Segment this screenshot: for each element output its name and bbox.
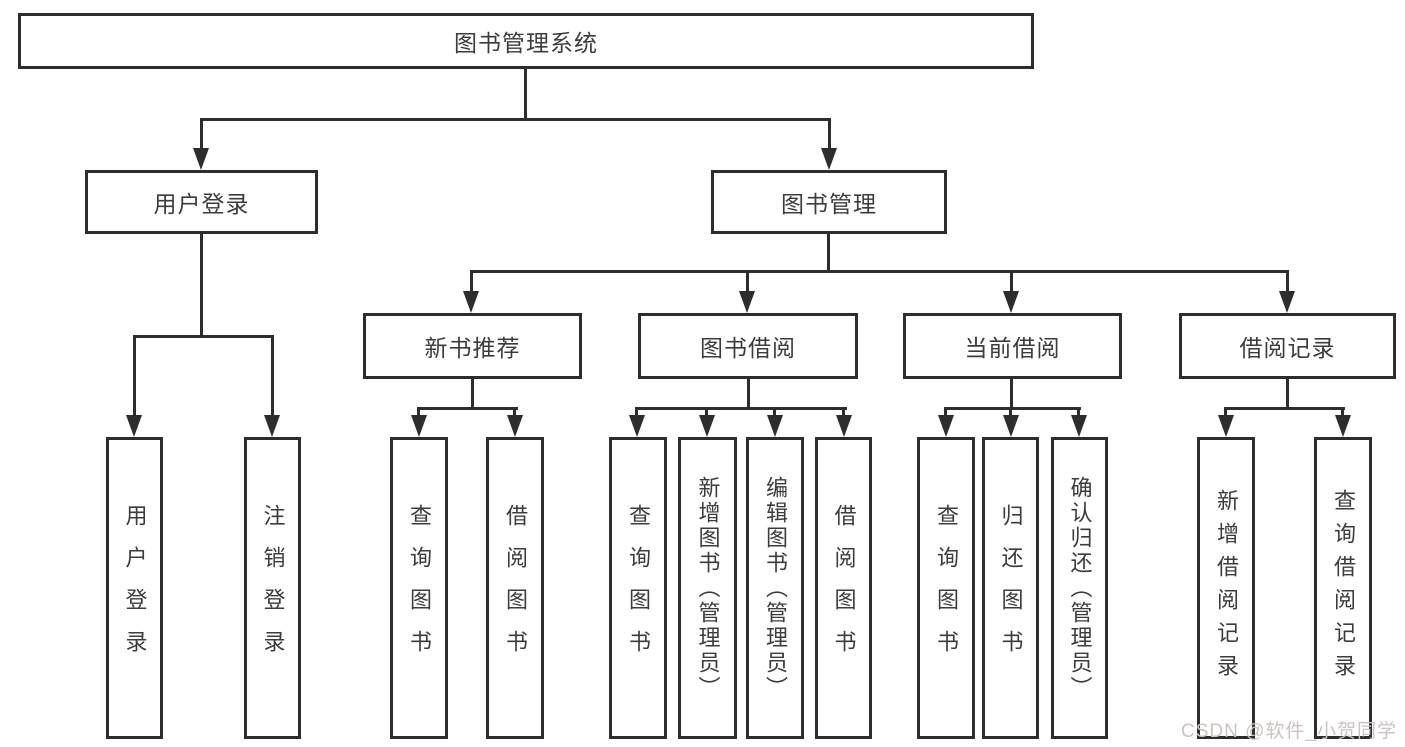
- node-label: 归还图书: [998, 504, 1024, 672]
- node-query-books-recommend: 查询图书: [390, 437, 448, 739]
- csdn-watermark: CSDN @软件_小贺同学: [1181, 721, 1397, 742]
- node-label: 查询图书: [626, 504, 651, 672]
- node-edit-books-admin: 编辑图书（管理员）: [746, 437, 804, 739]
- connector-line: [944, 407, 1081, 410]
- connector-line: [271, 335, 274, 417]
- arrowhead-down: [1003, 415, 1019, 437]
- node-user-login-action: 用户登录: [106, 437, 163, 739]
- arrowhead-down: [821, 148, 837, 170]
- connector-line: [1009, 407, 1012, 416]
- arrowhead-down: [463, 291, 479, 313]
- arrowhead-down: [1335, 415, 1351, 437]
- connector-line: [827, 234, 830, 272]
- node-book-borrowing: 图书借阅: [638, 313, 858, 379]
- node-query-books-borrowing: 查询图书: [609, 437, 667, 739]
- connector-line: [1224, 407, 1345, 410]
- arrowhead-down: [699, 415, 715, 437]
- arrowhead-down: [739, 291, 755, 313]
- node-label: 图书管理系统: [454, 30, 598, 56]
- node-label: 当前借阅: [964, 335, 1061, 361]
- connector-line: [944, 407, 947, 416]
- arrowhead-down: [938, 415, 954, 437]
- connector-line: [1010, 379, 1013, 409]
- connector-line: [513, 407, 516, 416]
- arrowhead-down: [767, 415, 783, 437]
- node-confirm-return-admin: 确认归还（管理员）: [1051, 437, 1108, 739]
- node-label: 借阅记录: [1239, 335, 1336, 361]
- node-query-borrow-record: 查询借阅记录: [1314, 437, 1372, 739]
- arrowhead-down: [629, 415, 645, 437]
- connector-line: [524, 69, 527, 120]
- connector-line: [635, 407, 638, 416]
- node-label: 图书借阅: [700, 335, 796, 361]
- node-label: 图书管理: [781, 191, 877, 217]
- node-add-borrow-record: 新增借阅记录: [1197, 437, 1255, 739]
- arrowhead-down: [411, 415, 427, 437]
- node-add-books-admin: 新增图书（管理员）: [678, 437, 737, 739]
- node-book-management: 图书管理: [711, 170, 947, 234]
- connector-line: [747, 379, 750, 409]
- node-return-books: 归还图书: [982, 437, 1039, 739]
- connector-line: [1286, 379, 1289, 409]
- connector-line: [417, 407, 420, 416]
- node-user-login: 用户登录: [85, 170, 318, 234]
- arrowhead-down: [1279, 291, 1295, 313]
- connector-line: [842, 407, 845, 416]
- connector-line: [705, 407, 708, 416]
- connector-line: [828, 118, 831, 150]
- node-label: 新增图书（管理员）: [695, 475, 721, 701]
- node-label: 确认归还（管理员）: [1067, 475, 1093, 701]
- connector-line: [1010, 270, 1013, 293]
- connector-line: [470, 270, 473, 293]
- node-label: 查询图书: [934, 504, 959, 672]
- node-borrow-books-recommend: 借阅图书: [486, 437, 544, 739]
- arrowhead-down: [264, 415, 280, 437]
- node-query-books-current: 查询图书: [917, 437, 975, 739]
- connector-line: [746, 270, 749, 293]
- node-label: 用户登录: [122, 504, 148, 672]
- connector-line: [1341, 407, 1344, 416]
- arrowhead-down: [126, 415, 142, 437]
- connector-line: [1224, 407, 1227, 416]
- arrowhead-down: [193, 148, 209, 170]
- node-label: 编辑图书（管理员）: [763, 475, 788, 701]
- connector-line: [1286, 270, 1289, 293]
- connector-line: [200, 234, 203, 337]
- connector-line: [635, 407, 847, 410]
- arrowhead-down: [507, 415, 523, 437]
- connector-line: [133, 335, 274, 338]
- connector-line: [1077, 407, 1080, 416]
- node-label: 借阅图书: [831, 504, 857, 672]
- connector-line: [200, 118, 831, 121]
- arrowhead-down: [1071, 415, 1087, 437]
- node-current-borrowing: 当前借阅: [903, 313, 1122, 379]
- node-borrowing-records: 借阅记录: [1179, 313, 1396, 379]
- node-label: 注销登录: [260, 504, 286, 672]
- node-label: 查询图书: [407, 504, 432, 672]
- connector-line: [200, 118, 203, 150]
- arrowhead-down: [1003, 291, 1019, 313]
- node-borrow-books: 借阅图书: [815, 437, 872, 739]
- arrowhead-down: [836, 415, 852, 437]
- node-label: 新增借阅记录: [1214, 489, 1239, 687]
- connector-line: [133, 335, 136, 417]
- node-logout: 注销登录: [244, 437, 301, 739]
- node-label: 查询借阅记录: [1331, 489, 1356, 687]
- arrowhead-down: [1218, 415, 1234, 437]
- node-label: 新书推荐: [424, 335, 521, 361]
- node-label: 用户登录: [153, 191, 250, 217]
- node-new-book-recommendation: 新书推荐: [363, 313, 582, 379]
- connector-line: [470, 270, 1288, 273]
- connector-line: [773, 407, 776, 416]
- node-label: 借阅图书: [503, 504, 528, 672]
- connector-line: [417, 407, 518, 410]
- connector-line: [471, 379, 474, 409]
- node-library-management-system: 图书管理系统: [18, 13, 1034, 69]
